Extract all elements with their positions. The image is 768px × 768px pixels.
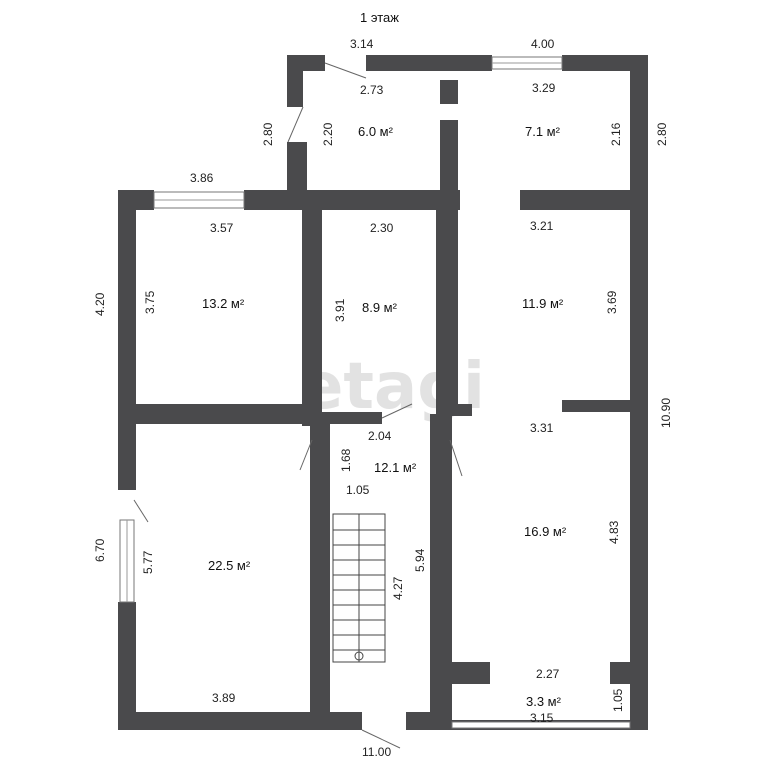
wall-top-right xyxy=(562,55,648,71)
dim-4-27: 4.27 xyxy=(391,576,405,600)
dim-3-75: 3.75 xyxy=(143,290,157,314)
dim-3-69: 3.69 xyxy=(605,290,619,314)
wall-right-outer xyxy=(630,55,648,730)
wall-vert-13-8 xyxy=(302,190,322,426)
dim-4-83: 4.83 xyxy=(607,520,621,544)
dim-2-30: 2.30 xyxy=(370,221,394,235)
dim-3-57: 3.57 xyxy=(210,221,234,235)
door-top xyxy=(324,62,367,79)
door-right-corridor xyxy=(449,439,463,477)
wall-bottom-left xyxy=(118,712,362,730)
room-area-12-1: 12.1 м² xyxy=(374,460,417,475)
room-area-16-9: 16.9 м² xyxy=(524,524,567,539)
dim-6-70: 6.70 xyxy=(93,538,107,562)
dim-2-27: 2.27 xyxy=(536,667,560,681)
wall-upper-left-vertical-a xyxy=(287,55,303,107)
wall-balcony-left xyxy=(452,662,490,684)
walls xyxy=(118,55,648,730)
wall-vert-8-11 xyxy=(436,190,458,416)
wall-stub-top xyxy=(440,80,458,104)
room-area-8-9: 8.9 м² xyxy=(362,300,398,315)
room-area-13-2: 13.2 м² xyxy=(202,296,245,311)
dim-2-80-right: 2.80 xyxy=(655,122,669,146)
dim-1-05-corridor: 1.05 xyxy=(346,483,370,497)
wall-corridor-right xyxy=(430,414,452,730)
dim-4-00: 4.00 xyxy=(531,37,555,51)
dim-3-21: 3.21 xyxy=(530,219,554,233)
doors xyxy=(133,62,463,749)
room-area-22-5: 22.5 м² xyxy=(208,558,251,573)
wall-left-outer-upper xyxy=(118,190,136,490)
room-area-6-0: 6.0 м² xyxy=(358,124,394,139)
windows xyxy=(119,56,631,729)
room-area-7-1: 7.1 м² xyxy=(525,124,561,139)
wall-horizontal-mid xyxy=(118,404,322,424)
room-area-11-9: 11.9 м² xyxy=(522,296,564,311)
door-left-corridor xyxy=(299,439,313,471)
wall-corridor-top xyxy=(322,412,382,424)
wall-left-outer-lower xyxy=(118,602,136,730)
wall-stub-mid-right xyxy=(436,404,472,416)
door-window-left xyxy=(133,499,149,523)
dim-10-90: 10.90 xyxy=(659,398,673,428)
dim-2-73: 2.73 xyxy=(360,83,384,97)
dim-2-16: 2.16 xyxy=(609,122,623,146)
door-left-top xyxy=(287,106,304,143)
dim-5-77: 5.77 xyxy=(141,550,155,574)
window-balcony xyxy=(451,721,631,729)
floor-title: 1 этаж xyxy=(360,10,399,25)
dim-11-00: 11.00 xyxy=(362,745,391,759)
dim-3-31: 3.31 xyxy=(530,421,554,435)
dim-3-29: 3.29 xyxy=(532,81,556,95)
dim-4-20: 4.20 xyxy=(93,292,107,316)
dim-3-86: 3.86 xyxy=(190,171,214,185)
dim-2-04: 2.04 xyxy=(368,429,392,443)
wall-horizontal-right xyxy=(562,400,648,412)
wall-top-mid xyxy=(366,55,492,71)
wall-corridor-left xyxy=(310,420,330,730)
door-corridor xyxy=(381,403,413,419)
dim-3-14: 3.14 xyxy=(350,37,374,51)
room-area-3-3: 3.3 м² xyxy=(526,694,562,709)
wall-upper-left-vertical-b xyxy=(287,142,307,198)
door-entrance xyxy=(361,729,401,749)
wall-row-divider-a xyxy=(244,190,460,210)
dim-1-68: 1.68 xyxy=(339,448,353,472)
dim-5-94: 5.94 xyxy=(413,548,427,572)
staircase xyxy=(332,513,386,663)
dim-3-91: 3.91 xyxy=(333,298,347,322)
dim-2-20: 2.20 xyxy=(321,122,335,146)
dim-1-05-balcony: 1.05 xyxy=(611,688,625,712)
dim-2-80-left: 2.80 xyxy=(261,122,275,146)
dim-3-15: 3.15 xyxy=(530,711,554,725)
wall-balcony-right xyxy=(610,662,648,684)
wall-row-divider-b xyxy=(520,190,648,210)
dim-3-89: 3.89 xyxy=(212,691,236,705)
wall-stub-mid xyxy=(440,120,458,210)
